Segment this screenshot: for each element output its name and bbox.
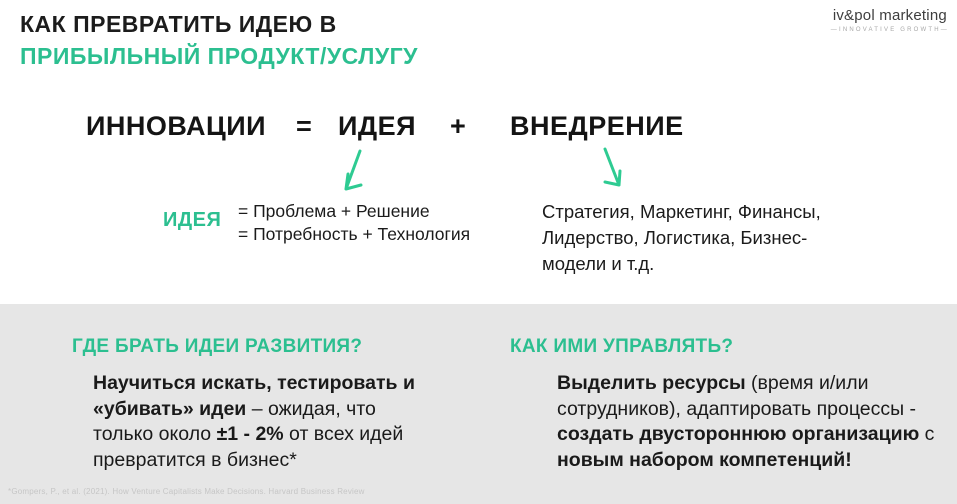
equation-equals-sign: =: [296, 111, 313, 141]
equation-term-implementation: ВНЕДРЕНИЕ: [510, 111, 684, 141]
right-body-line-1: Выделить ресурсы (время и/или: [557, 371, 937, 397]
left-body-line3-normal1: только около: [93, 423, 217, 445]
logo-name: iv&pol marketing: [832, 7, 947, 24]
equation-term-idea: ИДЕЯ: [338, 111, 417, 141]
idea-label: ИДЕЯ: [163, 209, 222, 231]
left-body-line-2: «убивать» идеи – ожидая, что: [93, 397, 463, 423]
left-body-line3-normal2: от всех идей: [283, 423, 404, 445]
left-body-line-1: Научиться искать, тестировать и: [93, 371, 463, 397]
title-line-2: ПРИБЫЛЬНЫЙ ПРОДУКТ/УСЛУГУ: [20, 43, 418, 69]
right-body-line3-normal: с: [919, 423, 935, 445]
implementation-definition-text: Стратегия, Маркетинг, Финансы, Лидерство…: [542, 201, 821, 274]
right-column-body: Выделить ресурсы (время и/или сотруднико…: [557, 371, 937, 473]
left-body-line3-bold: ±1 - 2%: [216, 423, 284, 445]
source-footnote: *Gompers, P., et al. (2021). How Venture…: [8, 487, 365, 496]
right-body-line3-bold: создать двустороннюю организацию: [557, 423, 920, 445]
down-right-arrow-icon: [603, 147, 622, 187]
right-body-line-2: сотрудников), адаптировать процессы -: [557, 397, 937, 423]
idea-definition-text: = Проблема + Решение = Потребность + Тех…: [238, 201, 471, 244]
title-line-1: КАК ПРЕВРАТИТЬ ИДЕЮ В: [20, 11, 337, 37]
logo-tagline: —INNOVATIVE GROWTH—: [830, 27, 949, 33]
company-logo: iv&pol marketing —INNOVATIVE GROWTH—: [831, 7, 949, 33]
left-body-line2-bold: «убивать» идеи: [93, 397, 247, 420]
equation-plus-sign: +: [450, 111, 467, 141]
left-body-line1-bold: Научиться искать, тестировать и: [93, 372, 415, 394]
left-column-heading: ГДЕ БРАТЬ ИДЕИ РАЗВИТИЯ?: [72, 336, 363, 357]
left-body-line-3: только около ±1 - 2% от всех идей: [93, 422, 463, 448]
left-body-line2-normal: – ожидая, что: [246, 397, 376, 420]
slide-title: КАК ПРЕВРАТИТЬ ИДЕЮ В ПРИБЫЛЬНЫЙ ПРОДУКТ…: [20, 8, 418, 72]
right-body-line1-normal: (время и/или: [745, 372, 869, 394]
left-body-line-4: превратится в бизнес*: [93, 448, 463, 474]
right-column-heading: КАК ИМИ УПРАВЛЯТЬ?: [510, 336, 734, 357]
down-left-arrow-icon: [344, 149, 363, 191]
right-body-line-3: создать двустороннюю организацию с: [557, 422, 937, 448]
bottom-gray-band: [0, 304, 957, 504]
left-column-body: Научиться искать, тестировать и «убивать…: [93, 371, 463, 473]
right-body-line-4: новым набором компетенций!: [557, 448, 937, 474]
equation-term-innovations: ИННОВАЦИИ: [86, 111, 267, 141]
left-body-line4-normal: превратится в бизнес*: [93, 448, 297, 471]
right-body-line1-bold: Выделить ресурсы: [557, 372, 746, 394]
right-body-line4-bold: новым набором компетенций!: [557, 448, 852, 471]
right-body-line2-normal: сотрудников), адаптировать процессы -: [557, 397, 917, 420]
